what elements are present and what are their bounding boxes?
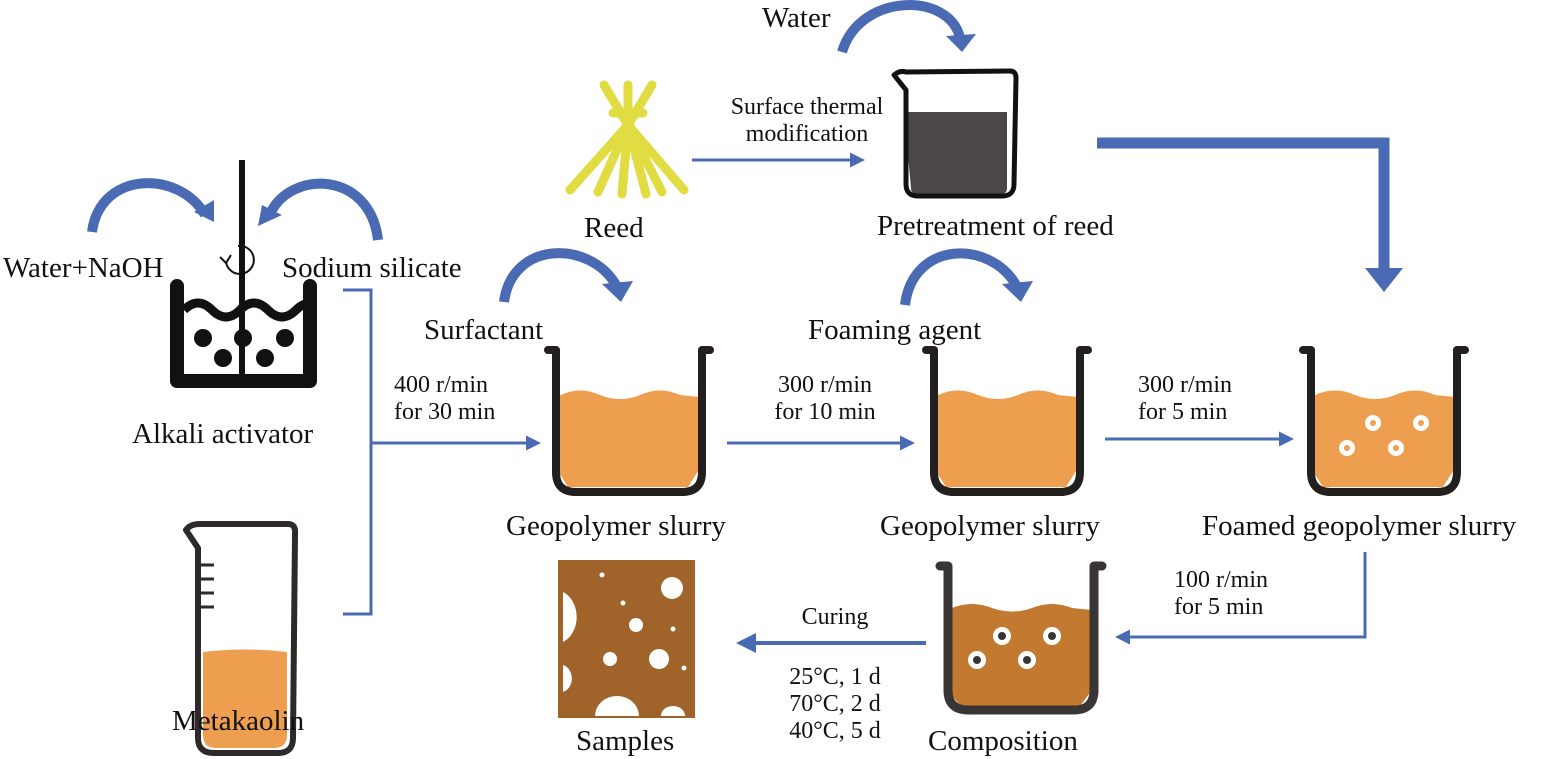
pretreatment-to-foamed-arrow [1097,137,1390,270]
node-composition-label: Composition [928,725,1078,757]
vessel-icon [922,346,1092,496]
node-slurry1-label: Geopolymer slurry [506,510,726,542]
curing-step: 70°C, 2 d [789,690,881,717]
vessel-icon [1299,346,1469,496]
edge-reed-pretreatment-label: Surface thermal modification [712,94,902,148]
node-foamed-label: Foamed geopolymer slurry [1202,510,1517,542]
input-water-label: Water [762,2,831,34]
edge-label-line: 100 r/min [1174,567,1268,593]
input-foaming-agent-label: Foaming agent [808,314,982,346]
porous-block-icon [558,560,695,718]
edge-label-line: Surface thermal [730,94,884,120]
node-metakaolin-label: Metakaolin [172,705,305,737]
edge-label-line: for 30 min [394,398,496,425]
node-reed-label: Reed [584,212,644,244]
node-samples-label: Samples [576,725,675,757]
foaming-agent-input-arrow [900,248,1021,306]
edge-slurry1-slurry2-label: 300 r/min for 10 min [750,372,900,426]
vessel-icon [935,561,1107,715]
stirred-tank-icon [170,160,317,388]
arrowhead [258,205,282,226]
node-slurry2-label: Geopolymer slurry [880,510,1100,542]
edge-label-line: for 5 min [1138,398,1228,425]
node-pretreatment-label: Pretreatment of reed [877,210,1114,242]
input-sodium-silicate-label: Sodium silicate [282,252,462,284]
beaker-icon [891,68,1019,199]
sodium-silicate-input-arrow [265,178,383,241]
reed-bundle-icon [565,80,689,199]
curing-title: Curing [801,604,869,630]
beaker-icon [183,521,299,756]
arrowhead [946,34,976,52]
edge-label-line: for 10 min [774,398,876,425]
edge-foamed-composition-label: 100 r/min for 5 min [1174,567,1268,621]
curing-step: 40°C, 5 d [789,717,881,744]
edge-label-line: 300 r/min [778,372,872,398]
arrowhead [194,200,214,222]
edge-label-line: 300 r/min [1138,372,1232,398]
surfactant-input-arrow [499,248,621,303]
arrowhead [1365,268,1403,292]
merge-bracket [343,288,373,616]
curing-step: 25°C, 1 d [789,664,881,690]
node-alkali-activator-label: Alkali activator [132,418,314,450]
water-input-arrow [837,0,965,54]
arrowhead [1002,281,1033,302]
edge-to-slurry1-label: 400 r/min for 30 min [394,372,495,426]
input-water-naoh-label: Water+NaOH [3,252,164,284]
edge-label-line: 400 r/min [394,372,488,398]
foamed-to-composition-arrow [1115,552,1367,645]
edge-slurry2-foamed-label: 300 r/min for 5 min [1138,372,1232,426]
arrowhead [602,281,633,302]
input-surfactant-label: Surfactant [424,314,544,346]
water-naoh-input-arrow [87,178,210,233]
vessel-icon [544,346,714,496]
edge-label-line: modification [745,120,869,147]
edge-label-line: for 5 min [1174,593,1264,620]
curing-conditions: 25°C, 1 d 70°C, 2 d 40°C, 5 d [760,664,910,745]
